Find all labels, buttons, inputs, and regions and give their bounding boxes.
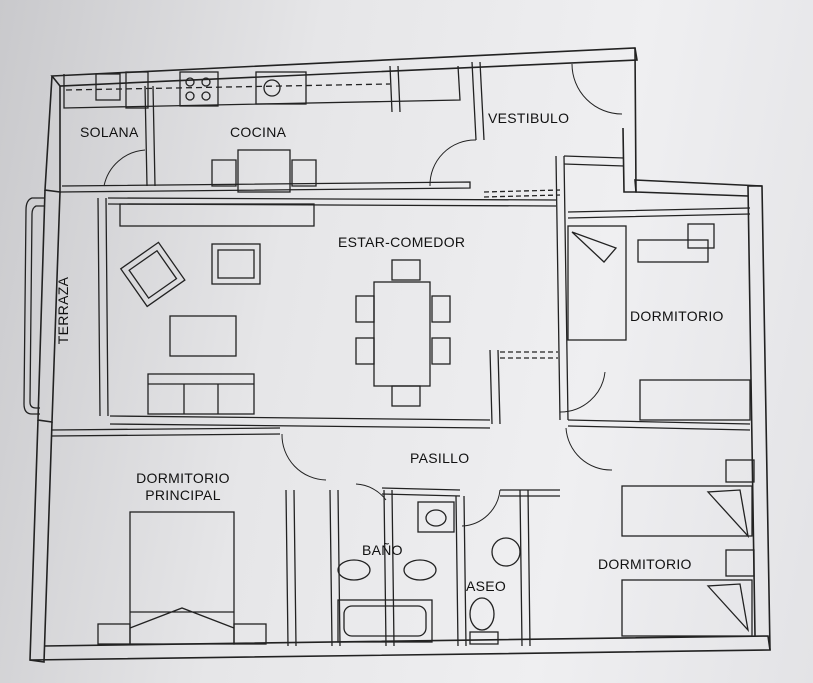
bed-icon xyxy=(129,511,235,645)
room-label-terraza: TERRAZA xyxy=(55,276,72,345)
sofa-icon xyxy=(147,373,255,415)
living-furniture xyxy=(119,203,451,415)
coffee-table xyxy=(169,315,237,357)
solana-sink-icon xyxy=(95,73,121,101)
aseo-sink-icon xyxy=(491,537,521,567)
sideboard xyxy=(119,203,315,227)
kitchen-sink-icon xyxy=(255,71,307,105)
armchair-icon xyxy=(119,241,186,308)
room-label-dormitorio-principal-line1: DORMITORIO xyxy=(136,470,230,486)
dining-table xyxy=(373,281,431,387)
room-label-vestibulo: VESTIBULO xyxy=(488,110,570,126)
room-label-aseo: ASEO xyxy=(466,578,507,594)
outer-walls xyxy=(29,47,771,663)
bedroom-1-furniture xyxy=(567,223,751,421)
chair-icon xyxy=(687,223,715,249)
bedroom-2-furniture xyxy=(621,459,755,637)
bed-icon xyxy=(621,579,753,637)
room-label-dormitorio-principal-line2: PRINCIPAL xyxy=(145,487,221,503)
bano-sink-icon xyxy=(417,501,455,533)
terraza-balcony xyxy=(23,197,45,415)
bathroom-fixtures xyxy=(337,501,521,645)
wardrobe-icon xyxy=(639,379,751,421)
bidet-icon xyxy=(337,559,371,581)
door-swings xyxy=(103,63,623,527)
nightstand-icon xyxy=(97,623,131,645)
nightstand-icon xyxy=(725,459,755,483)
master-bedroom-furniture xyxy=(97,511,267,645)
room-label-dormitorio-2: DORMITORIO xyxy=(598,556,692,572)
nightstand-icon xyxy=(725,549,755,577)
stove-icon xyxy=(179,71,219,107)
toilet-icon xyxy=(403,559,437,581)
room-label-estar-comedor: ESTAR-COMEDOR xyxy=(338,234,466,250)
washer-icon xyxy=(125,71,149,109)
room-label-cocina: COCINA xyxy=(230,124,287,140)
room-label-solana: SOLANA xyxy=(80,124,139,140)
room-label-bano: BAÑO xyxy=(362,542,403,558)
kitchen-table xyxy=(211,149,317,193)
bed-icon xyxy=(621,485,753,537)
bed-icon xyxy=(567,225,627,341)
room-label-dormitorio-principal: DORMITORIO PRINCIPAL xyxy=(128,470,238,504)
room-label-pasillo: PASILLO xyxy=(410,450,470,466)
nightstand-icon xyxy=(233,623,267,645)
armchair-icon xyxy=(211,243,261,285)
bathtub-icon xyxy=(337,599,433,643)
desk-icon xyxy=(637,239,709,263)
aseo-toilet-icon xyxy=(469,597,495,631)
kitchen-counter xyxy=(63,65,461,109)
room-label-dormitorio-1: DORMITORIO xyxy=(630,308,724,324)
interior-walls xyxy=(51,61,751,647)
